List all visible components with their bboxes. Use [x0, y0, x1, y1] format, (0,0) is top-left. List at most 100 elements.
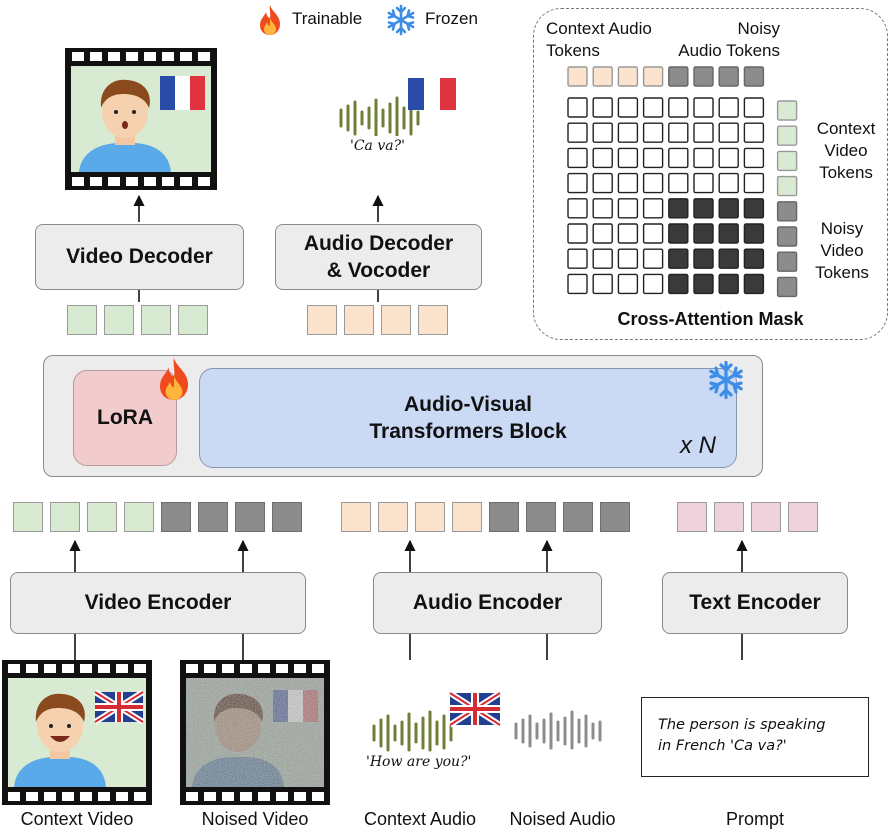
mask-cell: [592, 122, 613, 143]
cross-attention-mask-panel: [533, 8, 888, 340]
mask-cell: [592, 172, 613, 194]
mask-context-audio-token: [567, 66, 588, 87]
text-encoder: Text Encoder: [662, 572, 848, 634]
text-token: [788, 502, 818, 532]
legend-trainable-label: Trainable: [292, 9, 363, 28]
video-output-token: [178, 305, 208, 335]
legend: Trainable Frozen: [255, 2, 495, 36]
mask-col-label-noisy-line2: Audio Tokens: [678, 41, 780, 61]
mask-row-label-noisy: Noisy Video Tokens: [806, 218, 878, 284]
mask-row-label-noisy-line1: Noisy: [820, 219, 864, 238]
mask-cell: [567, 223, 588, 244]
mask-cell-active: [718, 223, 739, 244]
mask-noisy-video-token: [776, 226, 798, 247]
uk-flag-icon: [93, 689, 145, 725]
audio-decoder-label-line2: & Vocoder: [326, 259, 431, 282]
mask-cell: [642, 172, 664, 194]
transformer-label-line1: Audio-Visual: [404, 392, 532, 416]
mask-cell: [642, 198, 664, 219]
mask-col-label-noisy: Noisy Audio Tokens: [662, 18, 780, 62]
noised-audio-waveform: [514, 710, 602, 750]
mask-row-label-context-line1: Context: [816, 119, 876, 138]
context-video-token: [50, 502, 80, 532]
context-audio-token: [378, 502, 408, 532]
uk-flag-icon: [448, 690, 502, 728]
mask-cell: [693, 147, 714, 169]
output-video-frame: [65, 48, 217, 190]
mask-cell-active: [693, 223, 714, 244]
mask-title: Cross-Attention Mask: [617, 309, 804, 329]
mask-cell: [617, 147, 639, 169]
mask-cell: [642, 147, 664, 169]
mask-cell: [617, 273, 639, 295]
mask-cell: [592, 147, 613, 169]
mask-cell: [617, 172, 639, 194]
mask-cell: [642, 223, 664, 244]
mask-cell: [718, 97, 739, 118]
video-output-token: [67, 305, 97, 335]
mask-cell: [718, 172, 739, 194]
mask-row-label-noisy-line2: Video: [820, 241, 864, 261]
prompt-box: The person is speaking in French 'Ca va?…: [641, 697, 869, 777]
context-audio-waveform: [372, 690, 502, 752]
noised-audio-caption: Noised Audio: [509, 809, 616, 829]
audio-output-token: [344, 305, 374, 335]
context-audio-token: [415, 502, 445, 532]
context-video-token: [124, 502, 154, 532]
mask-cell: [642, 97, 664, 118]
repeat-label: x N: [680, 432, 716, 459]
france-flag-icon: [408, 78, 456, 110]
mask-cell: [693, 122, 714, 143]
mask-cell-active: [693, 273, 714, 295]
mask-noisy-audio-token: [743, 66, 765, 87]
mask-cell: [617, 223, 639, 244]
mask-cell: [617, 198, 639, 219]
noised-video-caption: Noised Video: [201, 809, 309, 829]
mask-cell-active: [668, 198, 689, 219]
mask-row-label-context-line3: Tokens: [819, 163, 873, 183]
noisy-audio-token: [526, 502, 556, 532]
mask-cell: [668, 122, 689, 143]
mask-context-audio-token: [592, 66, 613, 87]
mask-context-video-token: [776, 100, 798, 121]
mask-cell: [592, 198, 613, 219]
mask-noisy-video-token: [776, 276, 798, 298]
text-token: [677, 502, 707, 532]
audio-output-token: [307, 305, 337, 335]
mask-noisy-video-token: [776, 251, 798, 272]
noisy-audio-token: [600, 502, 630, 532]
flame-icon: [260, 5, 280, 35]
mask-cell: [642, 122, 664, 143]
noisy-audio-token: [489, 502, 519, 532]
mask-cell-active: [668, 248, 689, 269]
mask-cell: [743, 97, 765, 118]
audio-encoder-label: Audio Encoder: [412, 591, 563, 615]
mask-cell-active: [743, 198, 765, 219]
mask-cell-active: [718, 273, 739, 295]
mask-col-label-context-line1: Context Audio: [546, 19, 652, 38]
mask-cell: [718, 122, 739, 143]
flame-icon: [160, 358, 188, 400]
mask-cell: [668, 97, 689, 118]
mask-cell-active: [668, 223, 689, 244]
mask-cell-active: [718, 198, 739, 219]
mask-cell: [567, 248, 588, 269]
mask-cell-active: [743, 223, 765, 244]
mask-cell: [567, 122, 588, 143]
mask-cell: [617, 248, 639, 269]
mask-cell: [592, 97, 613, 118]
snowflake-icon: [387, 4, 415, 36]
noised-video-frame: [180, 660, 330, 805]
context-video-frame: [2, 660, 152, 805]
context-video-token: [87, 502, 117, 532]
mask-noisy-video-token: [776, 201, 798, 222]
mask-cell: [592, 248, 613, 269]
audio-output-token: [418, 305, 448, 335]
audio-decoder-label-line1: Audio Decoder: [303, 231, 454, 255]
output-audio-waveform: [339, 78, 456, 136]
mask-context-video-token: [776, 125, 798, 146]
context-audio-quote: 'How are you?': [366, 754, 472, 770]
context-audio-token: [452, 502, 482, 532]
text-encoder-label: Text Encoder: [689, 591, 821, 615]
